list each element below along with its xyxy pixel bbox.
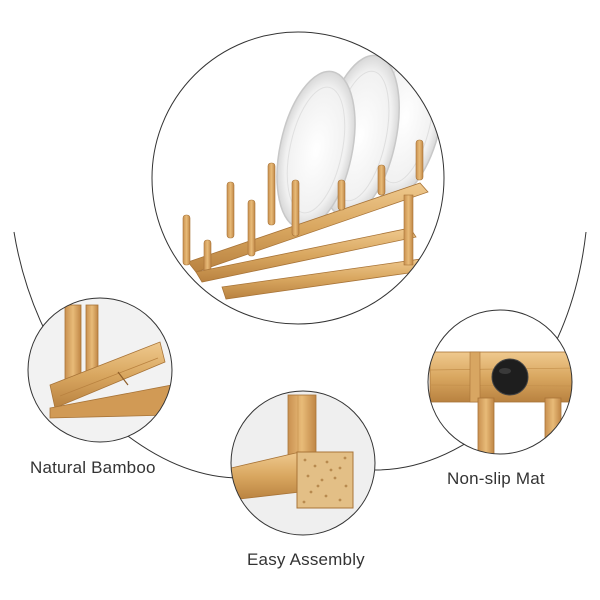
main-circle-border [151,31,445,325]
bottom-circle-border [230,390,376,536]
bamboo-end-grain [296,451,354,509]
rubber-mat-pad [491,358,529,396]
main-product-view [152,32,444,324]
easy-assembly-label: Easy Assembly [247,550,365,569]
natural-bamboo-closeup [28,298,172,442]
rack-side-rail [195,227,417,283]
natural-bamboo-label: Natural Bamboo [30,458,156,477]
right-circle-border [427,309,573,455]
non-slip-mat-label: Non-slip Mat [447,469,545,488]
non-slip-mat-closeup [428,310,572,454]
left-circle-border [27,297,173,443]
easy-assembly-closeup [231,391,375,535]
